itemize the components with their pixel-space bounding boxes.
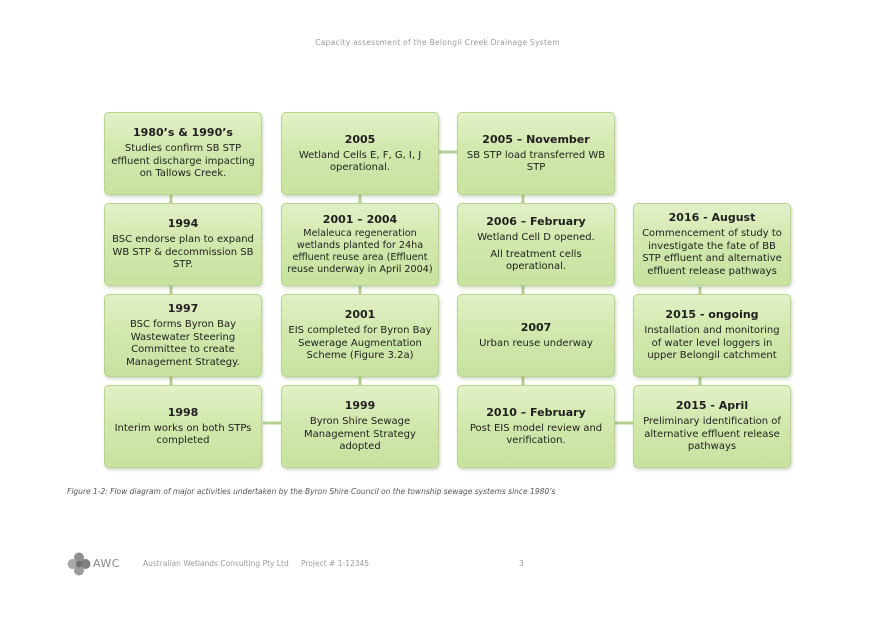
box-title: 2006 – February bbox=[486, 215, 586, 229]
box-title: 2005 bbox=[344, 132, 376, 146]
box-description: Byron Shire Sewage Management Strategy a… bbox=[304, 416, 416, 453]
box-description: Wetland Cells E, F, G, I, J operational. bbox=[298, 149, 422, 174]
box-title: 2015 - ongoing bbox=[665, 308, 759, 322]
box-title: 1997 bbox=[167, 302, 199, 315]
box-description: Melaleuca regeneration wetlands planted … bbox=[287, 228, 433, 275]
box-title: 2010 – February bbox=[486, 405, 586, 419]
box-title: 2015 - April bbox=[675, 399, 749, 413]
box-1980s-1990s: 1980’s & 1990’s Studies confirm SB STP e… bbox=[104, 112, 262, 195]
box-1999: 1999 Byron Shire Sewage Management Strat… bbox=[281, 385, 439, 468]
project-number: Project # 1-12345 bbox=[301, 559, 370, 568]
company-name: Australian Wetlands Consulting Pty Ltd bbox=[143, 559, 289, 568]
box-2016-august: 2016 - August Commencement of study to i… bbox=[633, 203, 791, 286]
box-description: Post EIS model review and verification. bbox=[469, 422, 603, 447]
box-description: BSC forms Byron Bay Wastewater Steering … bbox=[126, 319, 240, 368]
page-header: Capacity assessment of the Belongil Cree… bbox=[315, 38, 560, 47]
box-description: Installation and monitoring of water lev… bbox=[644, 325, 780, 362]
flow-diagram: 1980’s & 1990’s Studies confirm SB STP e… bbox=[104, 112, 791, 468]
box-1998: 1998 Interim works on both STPs complete… bbox=[104, 385, 262, 468]
box-description: Studies confirm SB STP effluent discharg… bbox=[111, 143, 255, 180]
box-title: 1998 bbox=[167, 405, 199, 419]
box-2001-2004: 2001 – 2004 Melaleuca regeneration wetla… bbox=[281, 203, 439, 286]
box-title: 2016 - August bbox=[668, 211, 756, 224]
box-description: Urban reuse underway bbox=[479, 337, 593, 349]
box-title: 1980’s & 1990’s bbox=[133, 126, 233, 140]
box-title: 2005 – November bbox=[482, 132, 590, 146]
box-1994: 1994 BSC endorse plan to expand WB STP &… bbox=[104, 203, 262, 286]
box-2006-february: 2006 – February Wetland Cell D opened. A… bbox=[457, 203, 615, 286]
box-title: 2001 bbox=[344, 308, 376, 322]
box-description: Preliminary identification of alternativ… bbox=[643, 416, 781, 453]
box-title: 2001 – 2004 bbox=[322, 213, 398, 226]
logo-text: AWC bbox=[93, 557, 120, 570]
figure-caption: Figure 1-2: Flow diagram of major activi… bbox=[67, 487, 556, 496]
box-description: SB STP load transferred WB STP bbox=[466, 149, 606, 174]
box-2015-april: 2015 - April Preliminary identification … bbox=[633, 385, 791, 468]
box-description: Wetland Cell D opened. bbox=[477, 232, 595, 244]
box-title: 1994 bbox=[167, 217, 199, 231]
box-title: 1999 bbox=[344, 399, 376, 413]
page-number: 3 bbox=[519, 559, 524, 568]
box-2005: 2005 Wetland Cells E, F, G, I, J operati… bbox=[281, 112, 439, 195]
box-description: EIS completed for Byron Bay Sewerage Aug… bbox=[288, 325, 432, 362]
box-2010-february: 2010 – February Post EIS model review an… bbox=[457, 385, 615, 468]
box-2001: 2001 EIS completed for Byron Bay Sewerag… bbox=[281, 294, 439, 377]
box-2005-november: 2005 – November SB STP load transferred … bbox=[457, 112, 615, 195]
box-description: BSC endorse plan to expand WB STP & deco… bbox=[112, 234, 254, 271]
box-description: Commencement of study to investigate the… bbox=[642, 228, 782, 277]
box-1997: 1997 BSC forms Byron Bay Wastewater Stee… bbox=[104, 294, 262, 377]
box-description-2: All treatment cells operational. bbox=[490, 248, 582, 273]
box-title: 2007 bbox=[520, 320, 552, 334]
awc-logo-icon bbox=[67, 552, 91, 576]
box-description: Interim works on both STPs completed bbox=[114, 422, 252, 447]
page-footer: AWC Australian Wetlands Consulting Pty L… bbox=[67, 552, 827, 576]
box-2007: 2007 Urban reuse underway bbox=[457, 294, 615, 377]
box-2015-ongoing: 2015 - ongoing Installation and monitori… bbox=[633, 294, 791, 377]
